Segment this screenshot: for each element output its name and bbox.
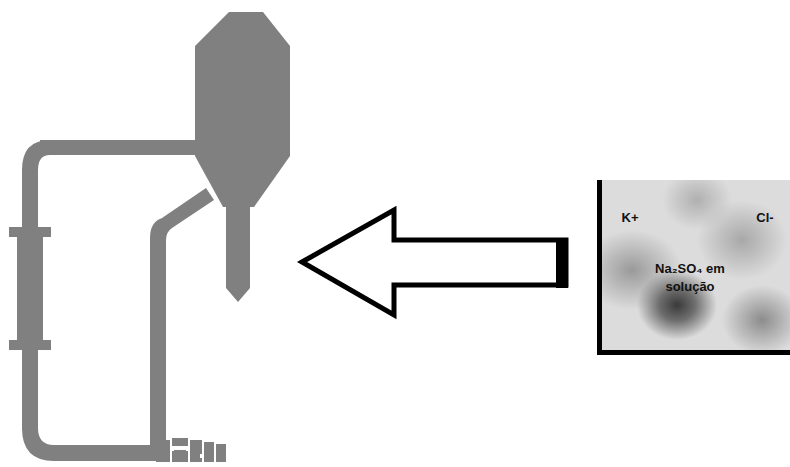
dryer-outlet <box>226 207 250 302</box>
pump <box>216 444 226 462</box>
big-arrow <box>302 210 566 315</box>
pump <box>204 442 214 462</box>
ion-label: Cl- <box>745 209 785 227</box>
pump <box>172 450 188 462</box>
dryer-chamber <box>195 46 290 156</box>
duct <box>40 140 196 155</box>
solution-label: Na₂SO₄ em solução <box>645 260 735 295</box>
solution-box: K+ Cl- Na₂SO₄ em solução <box>597 180 790 355</box>
flange <box>9 340 51 350</box>
ion-label: K+ <box>610 209 650 227</box>
duct-bend <box>22 428 54 461</box>
arrow-tail <box>556 238 568 288</box>
duct-bend <box>22 140 50 170</box>
duct <box>52 445 156 461</box>
duct <box>150 188 214 461</box>
pump <box>190 440 202 462</box>
pump <box>156 440 170 462</box>
heater <box>17 232 43 346</box>
dryer-top-cone <box>195 12 290 46</box>
flange <box>9 227 51 237</box>
pump <box>172 438 188 446</box>
